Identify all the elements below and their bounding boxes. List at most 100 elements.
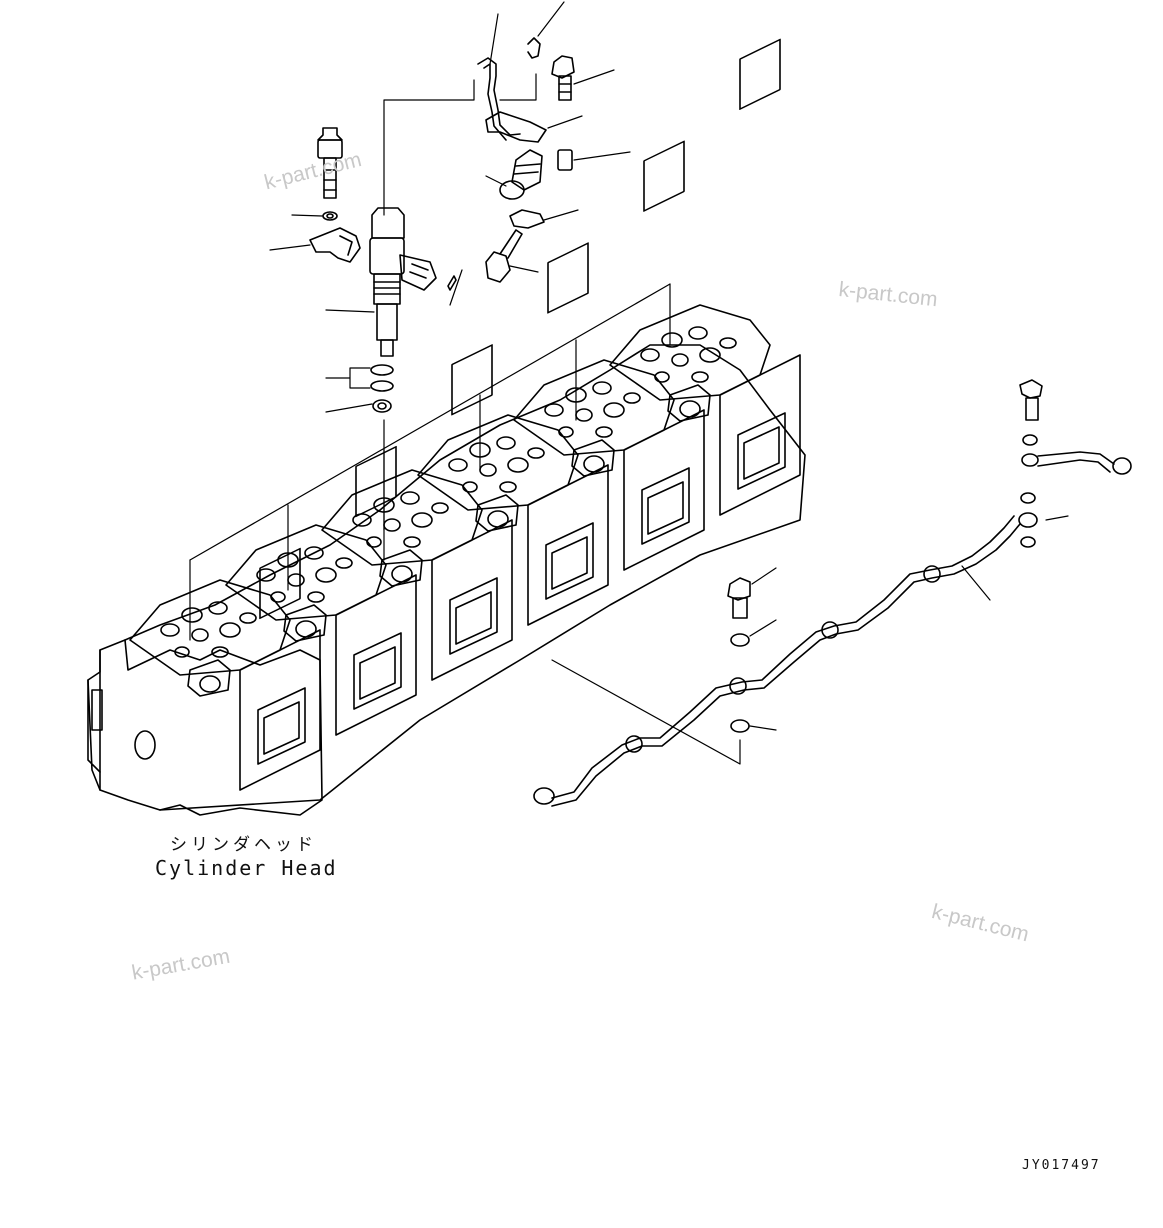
injector-clamp [309, 227, 361, 263]
leader-line [749, 619, 777, 637]
fuel-pipe-joint [729, 677, 747, 695]
injector-washer-hole [326, 213, 334, 219]
head-section-port [558, 426, 574, 438]
head-section-window-inner [455, 591, 492, 645]
head-front-edge [87, 679, 101, 773]
head-section-boss [379, 549, 423, 587]
head-section-port [208, 601, 228, 615]
head-section-deck [225, 524, 387, 621]
head-section-deck [609, 304, 771, 401]
injector-body [369, 237, 405, 275]
leader-line [489, 13, 499, 65]
head-section-deck [321, 469, 483, 566]
head-section-port [640, 348, 660, 362]
head-section-boss [283, 604, 327, 642]
connector-bolt-shank [558, 75, 572, 101]
head-section-port [403, 536, 421, 548]
leader-lines [189, 1, 1069, 765]
head-section-window [739, 38, 781, 110]
head-section-port [239, 612, 257, 624]
head-section-boss [571, 439, 615, 477]
cylinder-head [87, 38, 806, 816]
injector-tip [380, 339, 394, 357]
head-section-window [451, 344, 493, 416]
head-section-port [691, 371, 709, 383]
injector-clamp-detail [339, 235, 353, 256]
injector-bolt-head [317, 127, 343, 141]
fuel-return-pipe [533, 379, 1132, 807]
fuel-injector-assembly [309, 127, 457, 413]
leader-line [573, 69, 615, 85]
head-section-port [595, 426, 613, 438]
head-section-port [191, 628, 209, 642]
injector-mid [373, 273, 401, 305]
return-eye [1021, 453, 1039, 467]
leader-line [961, 565, 991, 601]
connector-stud-head [485, 251, 511, 283]
head-section-port [719, 337, 737, 349]
connector-bolt-thread [558, 83, 572, 93]
injector-gasket-hole [377, 402, 387, 410]
leader-line [751, 567, 777, 585]
connector-parts [477, 37, 575, 283]
assembly-line [189, 283, 671, 561]
connector-body-detail [513, 163, 541, 175]
cylinder-head-label-en: Cylinder Head [155, 856, 338, 880]
fuel-pipe-eye [533, 787, 555, 805]
head-section-port [699, 347, 721, 363]
fuel-pipe-banjo [1018, 512, 1038, 528]
head-section-boss-hole [583, 455, 605, 473]
head-section-deck [129, 579, 291, 676]
head-section-port [499, 481, 517, 493]
injector-gasket [372, 399, 392, 413]
head-section-deck [417, 414, 579, 511]
head-section-window [545, 522, 594, 600]
return-pipe [1037, 451, 1115, 465]
injector-bolt-shank [323, 157, 337, 199]
fuel-pipe-washer [1020, 536, 1036, 548]
head-section-port [671, 353, 689, 367]
head-section-port [527, 447, 545, 459]
connector-clip [509, 209, 545, 229]
head-section-sidewall [239, 629, 321, 791]
head-section-port [160, 623, 180, 637]
pipe-bolt-head [727, 577, 751, 601]
head-front-face [87, 639, 323, 816]
leader-line [325, 309, 375, 313]
leader-line [485, 175, 507, 187]
head-section-window-inner [359, 646, 396, 700]
return-pipe [1037, 459, 1111, 473]
head-section-port [688, 326, 708, 340]
head-section-port [335, 557, 353, 569]
pipe-washer [730, 719, 750, 733]
head-section-boss-hole [295, 620, 317, 638]
assembly-line [499, 73, 537, 101]
head-section-port [400, 491, 420, 505]
injector-mid-rings [373, 281, 401, 295]
head-section-window [353, 632, 402, 710]
head-section-port [479, 463, 497, 477]
head-section-port [181, 607, 203, 623]
head-section-window [257, 687, 306, 765]
head-section-sidewall [431, 519, 513, 681]
fuel-pipe-joint [821, 621, 839, 639]
leader-line [325, 403, 373, 413]
head-section-port [287, 573, 305, 587]
head-section-port [592, 381, 612, 395]
head-section-port [256, 568, 276, 582]
connector-seal [499, 180, 525, 200]
head-section-port [304, 546, 324, 560]
leak-pipe [477, 57, 521, 136]
return-bolt-shank [1025, 397, 1039, 421]
head-section-port [462, 481, 478, 493]
head-section-port [211, 646, 229, 658]
connector-bracket [485, 111, 547, 143]
connector-bolt-head [551, 55, 575, 79]
head-section-port [174, 646, 190, 658]
return-washer [1022, 434, 1038, 446]
head-section-deck [513, 359, 675, 456]
head-section-port [431, 502, 449, 514]
drawing-number: JY017497 [1022, 1158, 1101, 1173]
